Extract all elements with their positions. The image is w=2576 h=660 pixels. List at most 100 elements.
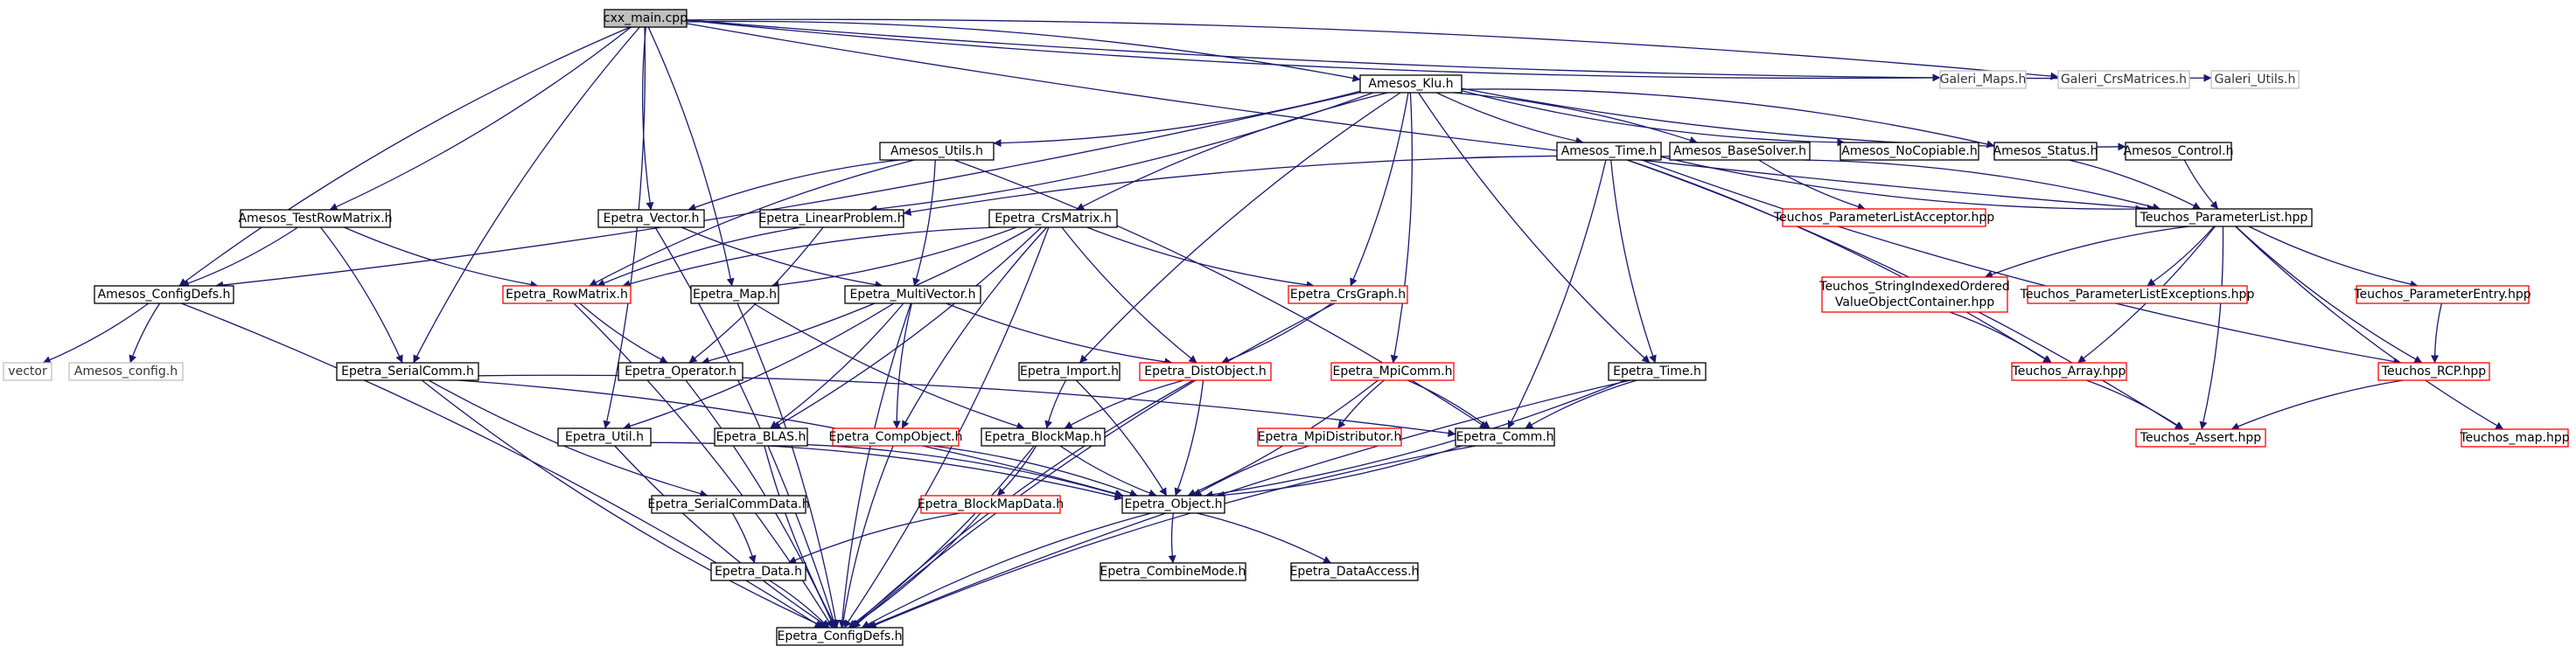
node-epetra-serialcomm[interactable]: Epetra_SerialComm.h [336, 362, 479, 381]
include-edge-teuchos_paramlist-to-teuchos_plexceptions [2147, 226, 2215, 287]
include-edge-amesos_utils-to-epetra_multivector [912, 159, 936, 287]
node-label: Epetra_ConfigDefs.h [777, 629, 902, 643]
include-edge-epetra_map-to-epetra_blockmap [753, 302, 1025, 430]
node-galeri-maps[interactable]: Galeri_Maps.h [1939, 70, 2027, 89]
node-label: Epetra_CrsMatrix.h [995, 212, 1111, 226]
node-label: Teuchos_Array.hpp [2012, 365, 2126, 379]
include-edge-teuchos_paramlist-to-teuchos_paramentry [2248, 226, 2419, 288]
node-epetra-blas[interactable]: Epetra_BLAS.h [714, 427, 808, 447]
node-amesos-utils[interactable]: Amesos_Utils.h [879, 142, 995, 161]
node-epetra-rowmatrix[interactable]: Epetra_RowMatrix.h [502, 285, 632, 304]
node-amesos-config[interactable]: Amesos_config.h [68, 362, 184, 381]
include-edge-epetra_vector-to-epetra_multivector [681, 226, 883, 289]
include-edge-amesos_testrow-to-epetra_rowmatrix [344, 226, 539, 288]
node-epetra-mpidistributor[interactable]: Epetra_MpiDistributor.h [1257, 427, 1402, 447]
node-label: Epetra_MpiComm.h [1333, 365, 1453, 379]
include-edge-amesos_configdefs-to-amesos_config [129, 302, 161, 364]
include-edge-teuchos_rcp-to-teuchos_assert [2230, 379, 2404, 430]
node-epetra-combinemode[interactable]: Epetra_CombineMode.h [1100, 562, 1246, 581]
node-epetra-multivector[interactable]: Epetra_MultiVector.h [844, 285, 981, 304]
include-edge-root-to-epetra_map [647, 26, 735, 287]
node-epetra-crsmatrix[interactable]: Epetra_CrsMatrix.h [988, 209, 1118, 228]
include-edge-epetra_serialcomm-to-epetra_configdefs [421, 379, 827, 629]
node-amesos-time[interactable]: Amesos_Time.h [1556, 142, 1662, 161]
node-teuchos-rcp[interactable]: Teuchos_RCP.hpp [2377, 362, 2490, 381]
node-amesos-status[interactable]: Amesos_Status.h [1993, 142, 2098, 161]
node-epetra-linprob[interactable]: Epetra_LinearProblem.h [758, 209, 905, 228]
node-amesos-control[interactable]: Amesos_Control.h [2124, 142, 2234, 161]
node-epetra-import[interactable]: Epetra_Import.h [1018, 362, 1120, 381]
node-amesos-nocopiable[interactable]: Amesos_NoCopiable.h [1840, 142, 1979, 161]
node-epetra-configdefs[interactable]: Epetra_ConfigDefs.h [776, 627, 904, 646]
node-box [1608, 362, 1707, 381]
node-teuchos-paramlist[interactable]: Teuchos_ParameterList.hpp [2135, 208, 2313, 227]
node-box [1359, 74, 1463, 94]
node-amesos-basesolver[interactable]: Amesos_BaseSolver.h [1669, 142, 1811, 161]
node-epetra-map[interactable]: Epetra_Map.h [690, 285, 779, 304]
node-label: Epetra_Data.h [715, 565, 802, 579]
node-epetra-blockmapdata[interactable]: Epetra_BlockMapData.h [918, 495, 1064, 514]
node-epetra-vector[interactable]: Epetra_Vector.h [597, 209, 705, 228]
node-teuchos-array[interactable]: Teuchos_Array.hpp [2011, 362, 2127, 381]
include-edge-epetra_multivector-to-epetra_distobject [946, 302, 1173, 366]
include-edge-epetra_crsmatrix-to-epetra_rowmatrix [622, 226, 998, 288]
node-epetra-distobject[interactable]: Epetra_DistObject.h [1139, 362, 1272, 381]
node-epetra-dataaccess[interactable]: Epetra_DataAccess.h [1290, 562, 1420, 581]
node-teuchos-assert[interactable]: Teuchos_Assert.hpp [2135, 428, 2266, 448]
include-edge-amesos_klu-to-amesos_time [1436, 92, 1584, 145]
node-box [2135, 428, 2266, 448]
node-amesos-configdefs[interactable]: Amesos_ConfigDefs.h [94, 285, 234, 304]
include-edge-teuchos_array-to-teuchos_assert [2086, 379, 2184, 430]
include-edge-epetra_time-to-epetra_object [1204, 379, 1626, 499]
node-box [2377, 362, 2490, 381]
node-epetra-operator[interactable]: Epetra_Operator.h [618, 362, 743, 381]
node-box [240, 209, 391, 228]
include-edge-amesos_configdefs-to-vector [42, 302, 150, 364]
include-edge-amesos_klu-to-amesos_nocopiable [1461, 90, 1846, 147]
include-edge-epetra_crsmatrix-to-epetra_blas [772, 226, 1043, 429]
node-label: Epetra_DataAccess.h [1290, 565, 1420, 579]
include-edge-epetra_comm-to-epetra_configdefs [868, 445, 1476, 629]
node-epetra-comm[interactable]: Epetra_Comm.h [1455, 427, 1555, 447]
node-vector[interactable]: vector [3, 362, 52, 381]
node-box [2057, 70, 2190, 89]
node-label: ValueObjectContainer.hpp [1835, 295, 1994, 309]
node-epetra-serialcommdata[interactable]: Epetra_SerialCommData.h [647, 495, 810, 514]
include-edge-epetra_crsmatrix-to-epetra_compobject [901, 226, 1048, 429]
node-box [776, 627, 904, 646]
node-epetra-data[interactable]: Epetra_Data.h [710, 562, 806, 581]
node-teuchos-plexceptions[interactable]: Teuchos_ParameterListExceptions.hpp [2020, 285, 2255, 304]
node-galeri-utils[interactable]: Galeri_Utils.h [2210, 70, 2300, 89]
include-edge-root-to-amesos_testrow [329, 26, 632, 211]
include-edge-epetra_mpicomm-to-epetra_comm [1407, 379, 1490, 429]
include-edge-teuchos_sioc-to-teuchos_array [1949, 311, 2052, 364]
node-epetra-object[interactable]: Epetra_Object.h [1121, 495, 1225, 514]
include-edge-root-to-epetra_vector [641, 26, 654, 211]
include-edge-epetra_rowmatrix-to-epetra_operator [579, 302, 668, 364]
include-edge-amesos_klu-to-epetra_time [1418, 92, 1651, 364]
node-label: Amesos_TestRowMatrix.h [238, 212, 392, 226]
include-edge-root-to-galeri_maps [686, 19, 1941, 82]
node-teuchos-paramentry[interactable]: Teuchos_ParameterEntry.hpp [2353, 285, 2531, 304]
node-teuchos-sioc[interactable]: Teuchos_StringIndexedOrderedValueObjectC… [1819, 276, 2010, 313]
node-box [1121, 495, 1225, 514]
node-root[interactable]: cxx_main.cpp [604, 9, 688, 28]
node-label: Epetra_Operator.h [625, 365, 736, 379]
node-epetra-compobject[interactable]: Epetra_CompObject.h [829, 427, 963, 447]
node-box [690, 285, 779, 304]
node-amesos-testrow[interactable]: Amesos_TestRowMatrix.h [238, 209, 393, 228]
node-galeri-crs[interactable]: Galeri_CrsMatrices.h [2057, 70, 2190, 89]
node-epetra-crsgraph[interactable]: Epetra_CrsGraph.h [1288, 285, 1408, 304]
node-box [1669, 142, 1811, 161]
include-edge-root-to-teuchos_paramlist [686, 23, 2155, 212]
node-amesos-klu[interactable]: Amesos_Klu.h [1359, 74, 1463, 94]
node-epetra-time[interactable]: Epetra_Time.h [1608, 362, 1707, 381]
node-epetra-blockmap[interactable]: Epetra_BlockMap.h [981, 427, 1106, 447]
node-epetra-util[interactable]: Epetra_Util.h [557, 427, 652, 447]
node-teuchos-map[interactable]: Teuchos_map.hpp [2459, 428, 2570, 448]
node-teuchos-placceptor[interactable]: Teuchos_ParameterListAcceptor.hpp [1773, 208, 1994, 227]
node-box [1556, 142, 1662, 161]
node-epetra-mpicomm[interactable]: Epetra_MpiComm.h [1330, 362, 1455, 381]
include-edge-epetra_multivector-to-epetra_compobject [892, 302, 912, 429]
include-edge-teuchos_paramentry-to-teuchos_rcp [2431, 302, 2443, 364]
